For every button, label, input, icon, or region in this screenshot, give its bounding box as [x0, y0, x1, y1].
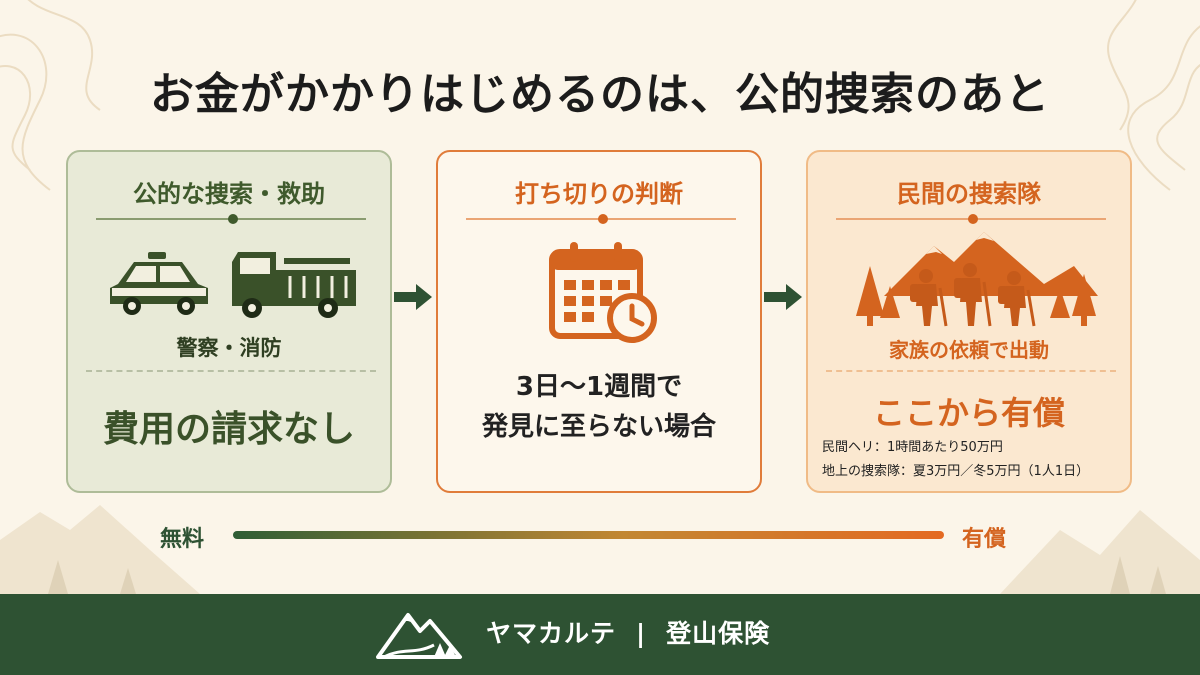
- police-fire-label: 警察・消防: [176, 336, 282, 360]
- police-car-icon: [110, 252, 208, 315]
- card-heading: 民間の捜索隊: [897, 180, 1041, 208]
- public-search-card: 公的な捜索・救助 警察・消防 費用の請求なし: [66, 150, 392, 493]
- footer-brand: ヤマカルテ | 登山保険: [486, 610, 770, 658]
- heading-dot: [228, 214, 238, 224]
- mountain-logo-icon: [376, 613, 462, 659]
- arrow-right-icon: [394, 284, 432, 310]
- brand-name: ヤマカルテ: [486, 619, 617, 648]
- helicopter-price-text: 民間ヘリ：1時間あたり50万円: [822, 440, 1003, 455]
- cutoff-decision-card: 打ち切りの判断 3日〜1週間で 発見に至らない場合: [436, 150, 762, 493]
- ground-team-price-text: 地上の捜索隊：夏3万円／冬5万円（1人1日）: [822, 464, 1090, 479]
- arrow-right-icon: [764, 284, 802, 310]
- hikers-mountain-icon: [856, 232, 1098, 327]
- page-title: お金がかかりはじめるのは、公的捜索のあと: [150, 69, 1050, 120]
- card-heading: 打ち切りの判断: [515, 180, 683, 208]
- heading-dot: [598, 214, 608, 224]
- paid-from-here-text: ここから有償: [872, 394, 1065, 432]
- footer-banner: ヤマカルテ | 登山保険: [0, 594, 1200, 675]
- cost-gradient-bar: [233, 531, 944, 539]
- brand-separator: |: [636, 619, 647, 648]
- duration-text: 3日〜1週間で: [515, 372, 683, 402]
- heading-dot: [968, 214, 978, 224]
- divider: [86, 370, 376, 372]
- calendar-clock-icon: [549, 242, 657, 343]
- family-request-label: 家族の依頼で出動: [889, 338, 1049, 362]
- not-found-text: 発見に至らない場合: [481, 412, 716, 442]
- free-label: 無料: [160, 527, 205, 552]
- paid-label: 有償: [962, 527, 1007, 552]
- card-heading: 公的な捜索・救助: [133, 180, 325, 208]
- no-charge-text: 費用の請求なし: [102, 409, 355, 450]
- private-search-card: 民間の捜索隊 家族の依頼で出動 ここから有償 民間ヘリ：1時間あたり50万円 地…: [806, 150, 1132, 493]
- divider: [826, 370, 1116, 372]
- product-name: 登山保険: [666, 619, 771, 648]
- fire-truck-icon: [232, 252, 356, 318]
